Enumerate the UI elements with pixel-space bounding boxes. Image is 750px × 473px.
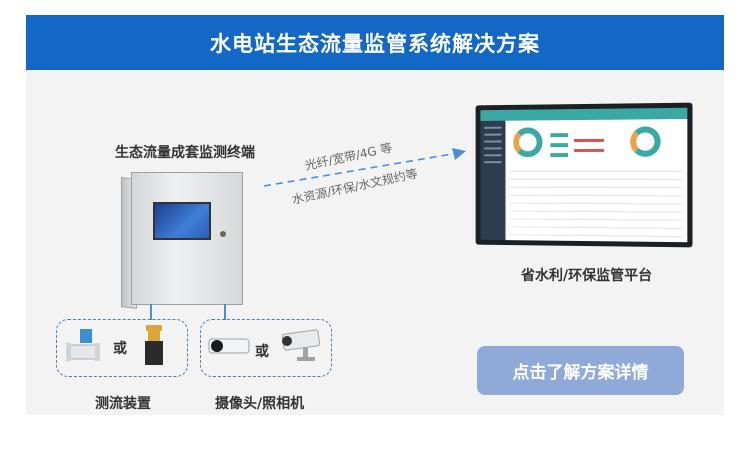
- flow-device-group: [56, 319, 188, 377]
- platform-titlebar: [480, 107, 688, 121]
- donut-chart-icon: [630, 126, 661, 157]
- camera-label: 摄像头/照相机: [215, 396, 305, 412]
- flowmeter-icon: [66, 329, 100, 361]
- cctv-camera-icon: [281, 329, 321, 361]
- water-level-sensor-icon: [145, 325, 163, 365]
- header-banner: 水电站生态流量监管系统解决方案: [26, 15, 724, 70]
- or-text: 或: [113, 341, 127, 357]
- camera-group: [200, 319, 332, 377]
- page-title: 水电站生态流量监管系统解决方案: [210, 31, 540, 56]
- platform-label: 省水利/环保监管平台: [521, 268, 653, 284]
- flow-device-label: 测流装置: [95, 396, 151, 412]
- or-text: 或: [255, 344, 269, 360]
- platform-screen: [480, 107, 688, 243]
- platform-screenshot: [475, 102, 693, 248]
- terminal-label: 生态流量成套监测终端: [115, 145, 255, 161]
- connector-line: [224, 304, 226, 320]
- bullet-camera-icon: [208, 338, 250, 354]
- platform-sidebar: [480, 120, 506, 241]
- donut-chart-icon: [513, 127, 543, 158]
- cabinet-lock-icon: [220, 231, 226, 237]
- cabinet-display-icon: [153, 202, 211, 240]
- transmission-arrow-icon: [263, 148, 466, 187]
- view-details-button[interactable]: 点击了解方案详情: [477, 346, 684, 395]
- connector-line: [150, 304, 152, 320]
